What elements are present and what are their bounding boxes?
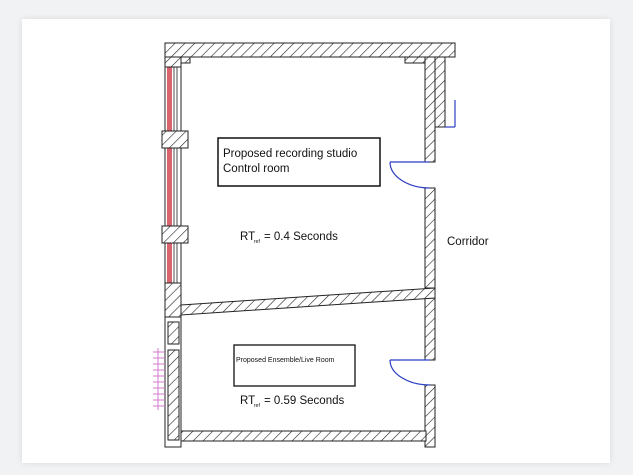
image-card [22,19,610,463]
window-red-strip [167,67,172,131]
rt-live-subscript: ref [254,403,260,409]
control-room-label-box [217,137,381,187]
door-upper-right [445,100,456,128]
top-wall [164,42,456,64]
rt-control-value: = 0.4 Seconds [264,231,338,243]
control-room-line1: Proposed recording studio [223,148,357,160]
rt-control-prefix: RT [240,231,255,243]
rt-control-subscript: ref [254,239,260,245]
left-wall-upper [161,56,189,318]
wall-pier [161,225,189,244]
live-room-label-box [233,344,356,387]
control-room-line2: Control room [223,163,289,175]
rt-live-value: = 0.59 Seconds [264,395,344,407]
door-swing-control-room [389,161,431,189]
window-red-strip [167,148,172,226]
corridor-label: Corridor [447,236,489,248]
rt-live-prefix: RT [240,395,255,407]
right-wall-lower [424,297,436,448]
right-wall-upper [424,56,446,289]
live-room-label: Proposed Ensemble/Live Room [236,357,335,364]
left-wall-lower [164,316,182,448]
bottom-wall [180,430,427,442]
dividing-wall [180,287,436,316]
door-swing-live-room [389,359,431,386]
wall-pier [161,130,189,149]
stair-lines [153,348,165,410]
window-red-strip [167,243,172,283]
